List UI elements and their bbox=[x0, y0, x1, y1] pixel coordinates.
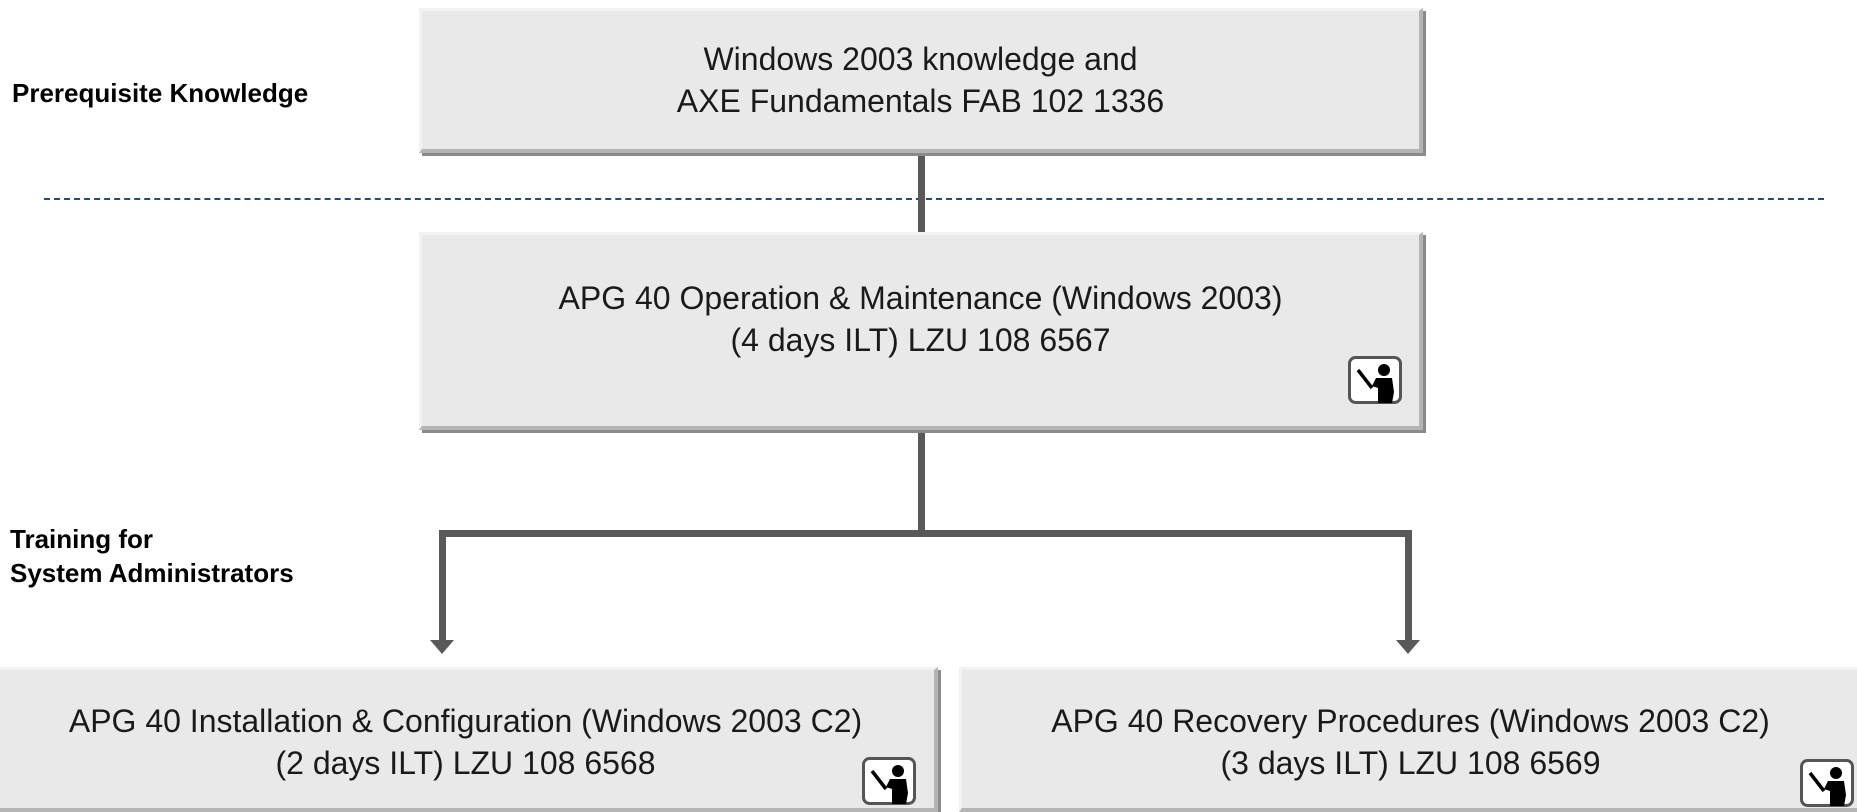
training-label-line1: Training for bbox=[10, 524, 153, 554]
installation-configuration-course-box: APG 40 Installation & Configuration (Win… bbox=[0, 667, 938, 812]
instructor-led-training-icon bbox=[1800, 759, 1854, 807]
recovery-course-line2: (3 days ILT) LZU 108 6569 bbox=[1220, 745, 1601, 781]
operation-maintenance-course-box: APG 40 Operation & Maintenance (Windows … bbox=[419, 232, 1423, 430]
instructor-led-training-icon bbox=[1348, 356, 1402, 404]
prerequisite-knowledge-label: Prerequisite Knowledge bbox=[12, 78, 309, 108]
operation-course-line2: (4 days ILT) LZU 108 6567 bbox=[730, 322, 1111, 358]
instructor-led-training-icon bbox=[862, 757, 916, 805]
connector-prereq-to-operation bbox=[918, 152, 925, 238]
arrow-to-installation bbox=[430, 640, 454, 654]
installation-course-line2: (2 days ILT) LZU 108 6568 bbox=[275, 745, 656, 781]
section-divider bbox=[44, 198, 1824, 200]
training-for-system-administrators-label: Training for System Administrators bbox=[10, 522, 294, 590]
prerequisite-course-line2: AXE Fundamentals FAB 102 1336 bbox=[676, 83, 1165, 119]
connector-horizontal-split bbox=[439, 530, 1412, 537]
connector-operation-down bbox=[918, 430, 925, 530]
recovery-procedures-course-box: APG 40 Recovery Procedures (Windows 2003… bbox=[959, 667, 1857, 812]
training-label-line2: System Administrators bbox=[10, 558, 294, 588]
arrow-to-recovery bbox=[1396, 640, 1420, 654]
installation-course-line1: APG 40 Installation & Configuration (Win… bbox=[68, 703, 863, 739]
prerequisite-course-line1: Windows 2003 knowledge and bbox=[703, 41, 1138, 77]
connector-right-branch bbox=[1405, 530, 1412, 643]
prerequisite-course-box: Windows 2003 knowledge and AXE Fundament… bbox=[419, 8, 1423, 153]
operation-course-line1: APG 40 Operation & Maintenance (Windows … bbox=[558, 280, 1283, 316]
recovery-course-line1: APG 40 Recovery Procedures (Windows 2003… bbox=[1051, 703, 1770, 739]
connector-left-branch bbox=[439, 530, 446, 643]
